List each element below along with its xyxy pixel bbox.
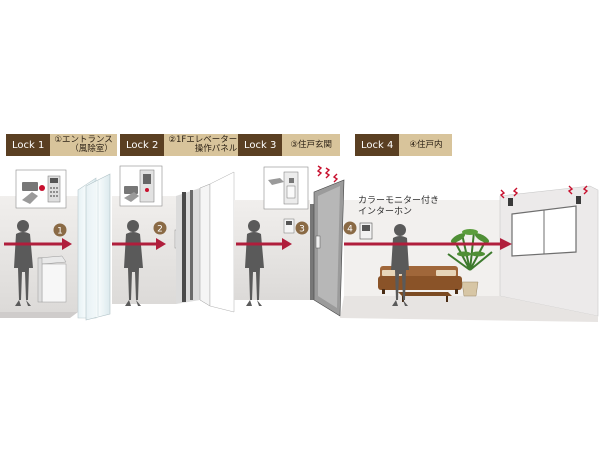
lock-3-area: ③住戸玄関 — [282, 134, 340, 156]
lock-1-label: Lock 1 ①エントランス （風除室） — [6, 134, 117, 156]
elevator-panel-inset — [119, 165, 163, 207]
lock-2-label: Lock 2 ②1Fエレベーター 操作パネル — [120, 134, 242, 156]
person-silhouette-3 — [245, 220, 264, 306]
lock-4-area: ④住戸内 — [399, 134, 453, 156]
sofa — [378, 266, 462, 294]
lock-2-area-sub: 操作パネル — [194, 144, 238, 154]
marker-1-label: 1 — [57, 227, 63, 237]
lock-2-area: ②1Fエレベーター 操作パネル — [164, 134, 242, 156]
marker-3-label: 3 — [299, 225, 305, 235]
lock-4-label: Lock 4 ④住戸内 — [355, 134, 453, 156]
lock-2-area-title: ②1Fエレベーター — [168, 135, 238, 145]
alarm-icon — [316, 165, 339, 183]
window — [511, 205, 577, 257]
marker-4-label: 4 — [347, 225, 353, 235]
person-silhouette-4 — [391, 224, 409, 306]
intercom-caption-line2: インターホン — [358, 207, 413, 217]
lock-4-area-title: ④住戸内 — [409, 139, 443, 150]
entrance-panel-inset — [15, 169, 67, 209]
person-silhouette-1 — [14, 220, 33, 306]
lock-3-area-title: ③住戸玄関 — [290, 139, 332, 150]
security-path-arrow — [4, 238, 512, 250]
marker-4: 4 — [343, 221, 357, 235]
marker-2: 2 — [153, 221, 167, 235]
door-lock-inset — [263, 166, 309, 210]
entrance-intercom-stand — [37, 255, 67, 303]
lock-2-tag: Lock 2 — [120, 134, 165, 156]
section-unit-door — [234, 165, 345, 317]
lock-1-area-title: ①エントランス — [54, 135, 113, 145]
person-silhouette-2 — [124, 220, 143, 306]
window-alarm-icon — [499, 185, 589, 199]
marker-1: 1 — [53, 223, 67, 237]
section-elevator — [112, 165, 235, 313]
lock-3-tag: Lock 3 — [238, 134, 283, 156]
lock-1-tag: Lock 1 — [6, 134, 51, 156]
lock-1-area-sub: （風除室） — [70, 144, 113, 154]
lock-1-area: ①エントランス （風除室） — [50, 134, 117, 156]
marker-3: 3 — [295, 221, 309, 235]
intercom-caption: カラーモニター付き インターホン — [358, 196, 439, 218]
monitor-intercom — [359, 222, 373, 240]
plant — [447, 229, 493, 297]
section-unit-interior — [340, 185, 599, 322]
lock-4-tag: Lock 4 — [355, 134, 400, 156]
lock-3-label: Lock 3 ③住戸玄関 — [238, 134, 340, 156]
marker-2-label: 2 — [157, 225, 163, 235]
intercom-caption-line1: カラーモニター付き — [358, 196, 440, 206]
